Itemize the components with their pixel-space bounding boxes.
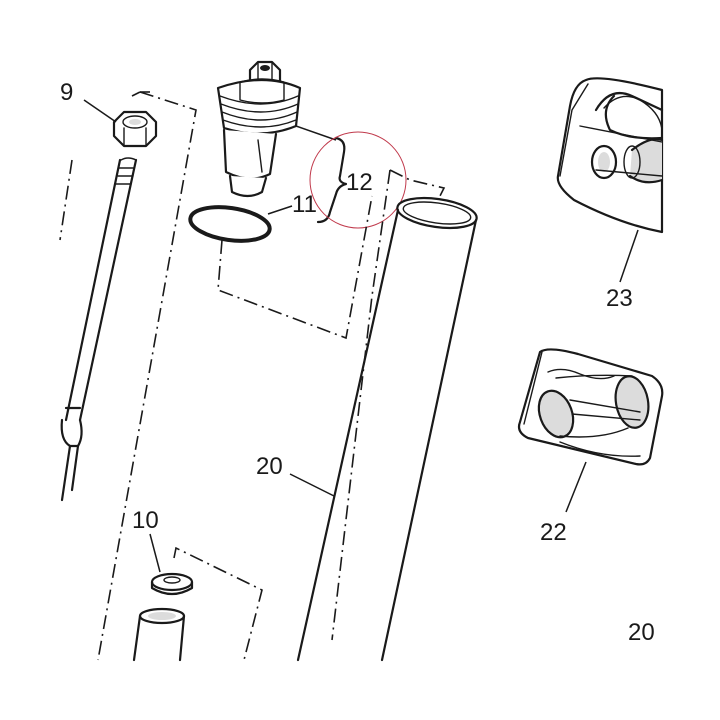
part-11-o-ring [188,205,272,243]
callout-22: 22 [540,519,567,546]
part-22-lower-clamp [517,348,664,466]
leader-9 [83,99,117,123]
leader-20 [289,473,335,497]
callout-10: 10 [132,507,159,534]
leader-11 [267,205,293,215]
callout-9: 9 [60,79,73,106]
part-9-hex-nut [112,110,158,148]
leader-12-connector [295,125,337,141]
brace-12 [316,136,348,224]
lower-rod [132,546,263,662]
part-12-cartridge [216,60,302,198]
part-23-upper-clamp [556,77,664,234]
leader-23 [619,229,639,283]
callout-11: 11 [292,191,317,218]
leader-22 [565,461,587,513]
part-10-washer [150,572,194,596]
alignment-line-left [97,91,197,661]
callout-12: 12 [346,169,373,196]
callout-20: 20 [256,453,283,480]
part-20-tube [296,169,478,662]
callout-23: 23 [606,285,633,312]
leader-10 [149,533,161,573]
page-number: 20 [628,619,655,646]
highlight-circle [309,131,407,229]
left-rod [59,157,138,502]
